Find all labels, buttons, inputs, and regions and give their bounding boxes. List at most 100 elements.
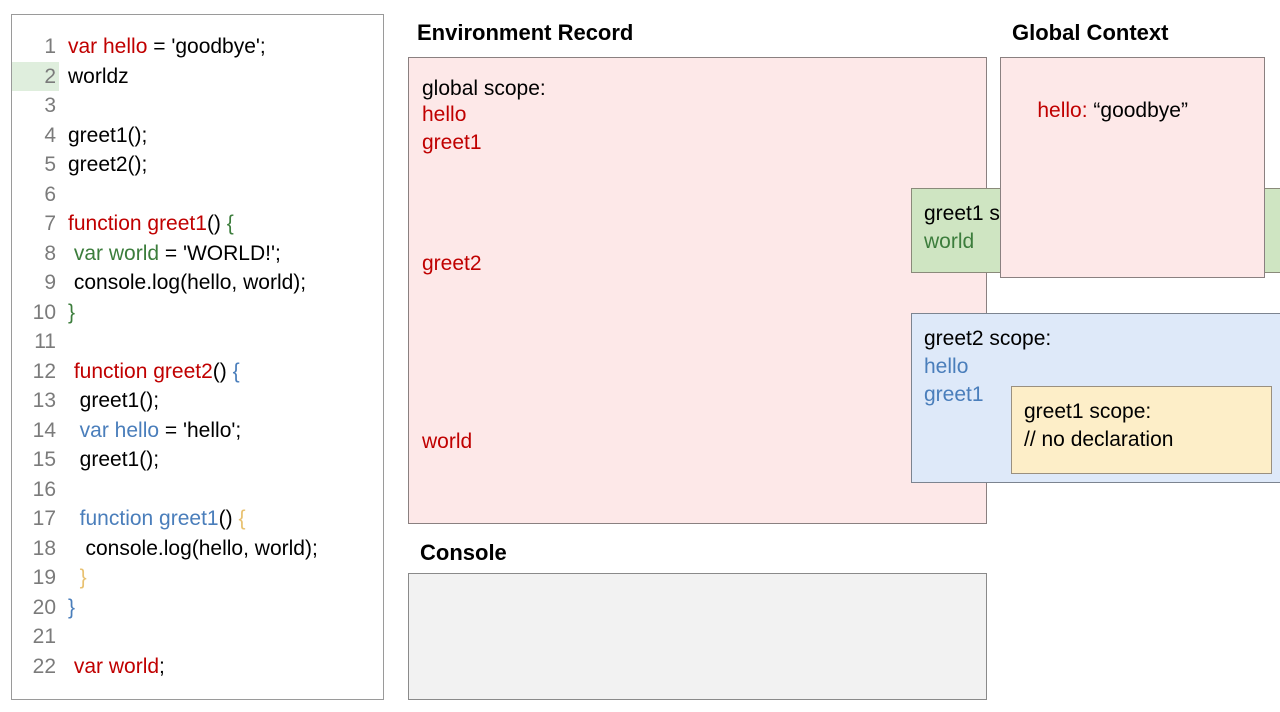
global-scope-var-world: world — [422, 430, 473, 453]
code-line-number: 7 — [44, 212, 56, 235]
code-line-number: 21 — [32, 625, 56, 648]
code-line[interactable]: 17 function greet1() { — [12, 504, 383, 534]
global-context-entry-key: hello: — [1037, 99, 1088, 122]
code-token: { — [232, 359, 240, 383]
code-token: var hello — [79, 418, 160, 442]
code-token: console.log(hello, world); — [68, 536, 318, 560]
code-line-text: greet1(); — [59, 445, 159, 475]
code-token: var world — [73, 241, 160, 265]
code-line-number: 12 — [32, 359, 56, 383]
code-line-number: 8 — [44, 241, 56, 265]
code-line-text: var hello = 'hello'; — [59, 416, 242, 446]
code-line-number: 15 — [32, 448, 56, 471]
code-line-text: console.log(hello, world); — [59, 534, 318, 564]
code-line[interactable]: 12 function greet2() { — [12, 357, 383, 387]
code-line-number: 16 — [32, 477, 56, 501]
code-line-number: 14 — [32, 418, 56, 442]
global-scope-label: global scope: — [422, 77, 546, 100]
code-line[interactable]: 11 — [12, 327, 383, 357]
code-line[interactable]: 15 greet1(); — [12, 445, 383, 475]
code-line-number: 2 — [12, 61, 59, 91]
code-line[interactable]: 20} — [12, 593, 383, 623]
code-token — [68, 507, 80, 530]
code-line[interactable]: 2 worldz — [12, 61, 383, 92]
greet2-scope-var-hello: hello — [924, 355, 969, 378]
code-line[interactable]: 14 var hello = 'hello'; — [12, 416, 383, 446]
code-token: = 'goodbye'; — [147, 35, 266, 58]
greet1-scope-var-world: world — [924, 230, 975, 253]
greet2-scope-var-greet1: greet1 — [924, 383, 984, 406]
code-token: greet1(); — [68, 123, 148, 147]
console-output-box[interactable] — [408, 573, 987, 700]
code-line[interactable]: 6 — [12, 180, 383, 210]
code-line[interactable]: 1 var hello = 'goodbye'; — [12, 32, 383, 62]
code-line-text: function greet2() { — [59, 357, 240, 387]
code-token — [68, 566, 80, 589]
code-line[interactable]: 10} — [12, 298, 383, 328]
environment-record-box: global scope: hello greet1 greet2 world … — [408, 57, 1280, 524]
code-token: var hello — [68, 35, 148, 58]
code-line-number: 1 — [44, 35, 56, 58]
code-token: } — [68, 595, 76, 619]
code-line[interactable]: 13 greet1(); — [12, 386, 383, 416]
code-line-number: 19 — [32, 566, 56, 589]
code-line[interactable]: 21 — [12, 622, 383, 652]
code-line[interactable]: 19 } — [12, 563, 383, 593]
code-line-number: 4 — [44, 123, 56, 147]
code-line-number: 5 — [44, 153, 56, 176]
code-token: } — [68, 300, 76, 324]
code-line-text: console.log(hello, world); — [59, 268, 306, 298]
code-line[interactable]: 7 function greet1() { — [12, 209, 383, 239]
inner-greet1-scope-box: greet1 scope: // no declaration — [1011, 386, 1272, 474]
global-scope-var-hello: hello — [422, 103, 467, 126]
code-token: () — [218, 507, 239, 530]
code-line-text: var world = 'WORLD!'; — [59, 239, 281, 269]
code-line-text: greet2(); — [59, 150, 147, 180]
code-token: = 'WORLD!'; — [159, 241, 281, 265]
code-line-text: } — [59, 593, 75, 623]
code-line-number: 20 — [32, 595, 56, 619]
inner-greet1-scope-title: greet1 scope: — [1024, 400, 1152, 423]
code-token: () — [212, 359, 233, 383]
code-token: function greet2 — [73, 359, 213, 383]
code-line[interactable]: 9 console.log(hello, world); — [12, 268, 383, 298]
code-line[interactable]: 8 var world = 'WORLD!'; — [12, 239, 383, 269]
code-line[interactable]: 18 console.log(hello, world); — [12, 534, 383, 564]
code-line-number: 18 — [32, 536, 56, 560]
code-line-number: 11 — [34, 330, 56, 353]
code-line-number: 17 — [32, 507, 56, 530]
code-token: } — [79, 566, 87, 589]
inner-greet1-scope-note: // no declaration — [1024, 428, 1174, 451]
code-line-number: 3 — [44, 94, 56, 117]
code-token: console.log(hello, world); — [68, 271, 307, 294]
code-token: function greet1 — [79, 507, 219, 530]
code-token: var world — [73, 654, 160, 678]
code-line-number: 6 — [44, 182, 56, 206]
code-token — [68, 419, 80, 442]
greet2-scope-title: greet2 scope: — [924, 327, 1052, 350]
code-line[interactable]: 16 — [12, 475, 383, 505]
global-context-entry: hello: “goodbye” — [1014, 75, 1188, 147]
code-token: () — [206, 212, 227, 235]
environment-record-heading: Environment Record — [417, 20, 634, 45]
code-line-text: var world; — [59, 652, 165, 682]
code-token: = 'hello'; — [159, 418, 242, 442]
code-line-number: 13 — [32, 389, 56, 412]
code-line-number: 9 — [44, 271, 56, 294]
code-line-list: 1 var hello = 'goodbye'; 2 worldz 3 4 greet1()… — [12, 32, 383, 681]
code-token: { — [226, 212, 234, 235]
code-line-text: function greet1() { — [59, 504, 246, 534]
code-token: { — [238, 507, 246, 530]
code-line[interactable]: 3 — [12, 91, 383, 121]
code-token: function greet1 — [68, 212, 207, 235]
code-line-text: worldz — [59, 62, 129, 92]
code-token: worldz — [68, 64, 129, 88]
code-editor-panel[interactable]: 1 var hello = 'goodbye'; 2 worldz 3 4 greet1()… — [11, 14, 384, 700]
code-line[interactable]: 22 var world; — [12, 652, 383, 682]
global-scope-var-greet2: greet2 — [422, 252, 482, 275]
code-line[interactable]: 4 greet1(); — [12, 121, 383, 151]
code-line-number: 22 — [32, 654, 56, 678]
global-context-entry-value: “goodbye” — [1093, 99, 1188, 122]
global-scope-var-greet1: greet1 — [422, 131, 482, 154]
